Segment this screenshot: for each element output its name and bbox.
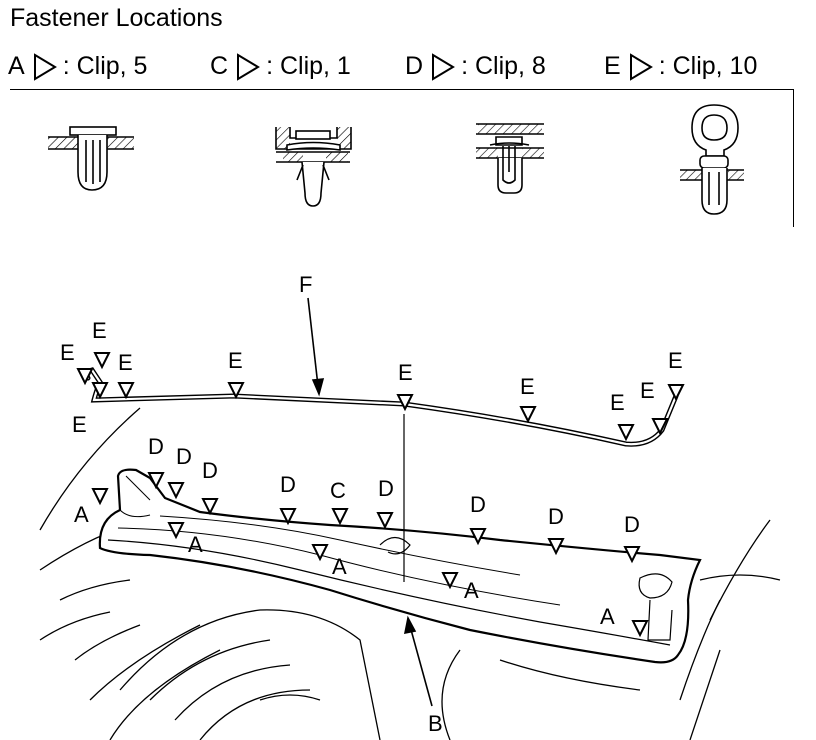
clip-marker-e xyxy=(77,368,93,384)
callout-a: A xyxy=(600,604,615,629)
callout-d: D xyxy=(176,444,192,469)
callout-d: D xyxy=(624,512,640,537)
clip-marker-d xyxy=(377,512,393,528)
clip-c-illustration xyxy=(275,127,352,207)
clip-marker-e xyxy=(118,382,134,398)
callout-e: E xyxy=(72,412,87,437)
clip-e-illustration xyxy=(680,104,744,215)
legend-item-a: A : Clip, 5 xyxy=(8,52,147,81)
callout-b: B xyxy=(428,711,443,736)
clip-triangle-icon xyxy=(237,52,261,81)
callout-d: D xyxy=(548,504,564,529)
clip-marker-d xyxy=(202,498,218,514)
clip-marker-e xyxy=(520,406,536,422)
page-title: Fastener Locations xyxy=(10,4,223,32)
callout-f: F xyxy=(299,272,312,297)
clip-marker-e xyxy=(94,352,110,368)
clip-detail-panel xyxy=(10,89,794,227)
callout-e: E xyxy=(398,360,413,385)
clip-marker-a xyxy=(92,488,108,504)
legend-letter-e: E xyxy=(604,52,621,80)
legend-letter-d: D xyxy=(405,52,424,80)
clip-marker-c xyxy=(332,508,348,524)
callout-d: D xyxy=(202,458,218,483)
callout-a: A xyxy=(464,578,479,603)
legend-item-c: C : Clip, 1 xyxy=(210,52,351,81)
callout-c: C xyxy=(330,478,346,503)
legend-text-d: : Clip, 8 xyxy=(461,52,546,80)
clip-d-illustration xyxy=(476,123,544,194)
clip-markers-c xyxy=(332,508,348,524)
callout-a: A xyxy=(74,502,89,527)
clip-triangle-icon xyxy=(432,52,456,81)
legend-text-e: : Clip, 10 xyxy=(658,52,758,80)
legend-text-c: : Clip, 1 xyxy=(266,52,351,80)
callout-e: E xyxy=(520,374,535,399)
legend-letter-c: C xyxy=(210,52,229,80)
hood-seal-f xyxy=(84,367,679,447)
callout-d: D xyxy=(280,472,296,497)
clip-marker-d xyxy=(168,482,184,498)
callout-e: E xyxy=(640,378,655,403)
legend-letter-a: A xyxy=(8,52,25,80)
callout-a: A xyxy=(332,554,347,579)
callout-a: A xyxy=(188,532,203,557)
legend-text-a: : Clip, 5 xyxy=(62,52,148,80)
clip-triangle-icon xyxy=(629,52,653,81)
callout-e: E xyxy=(118,350,133,375)
callout-e: E xyxy=(60,340,75,365)
callout-d: D xyxy=(470,492,486,517)
clip-marker-e xyxy=(668,384,684,400)
callout-d: D xyxy=(378,476,394,501)
clip-a-illustration xyxy=(48,126,134,191)
callout-arrows xyxy=(307,297,433,707)
callout-e: E xyxy=(228,348,243,373)
legend-item-d: D : Clip, 8 xyxy=(405,52,546,81)
callout-d: D xyxy=(148,434,164,459)
legend-item-e: E : Clip, 10 xyxy=(604,52,757,81)
callout-e: E xyxy=(92,318,107,343)
clip-marker-e xyxy=(618,424,634,440)
clip-triangle-icon xyxy=(33,52,57,81)
callout-e: E xyxy=(610,390,625,415)
callout-e: E xyxy=(668,348,683,373)
cowl-cover-b xyxy=(98,468,702,664)
